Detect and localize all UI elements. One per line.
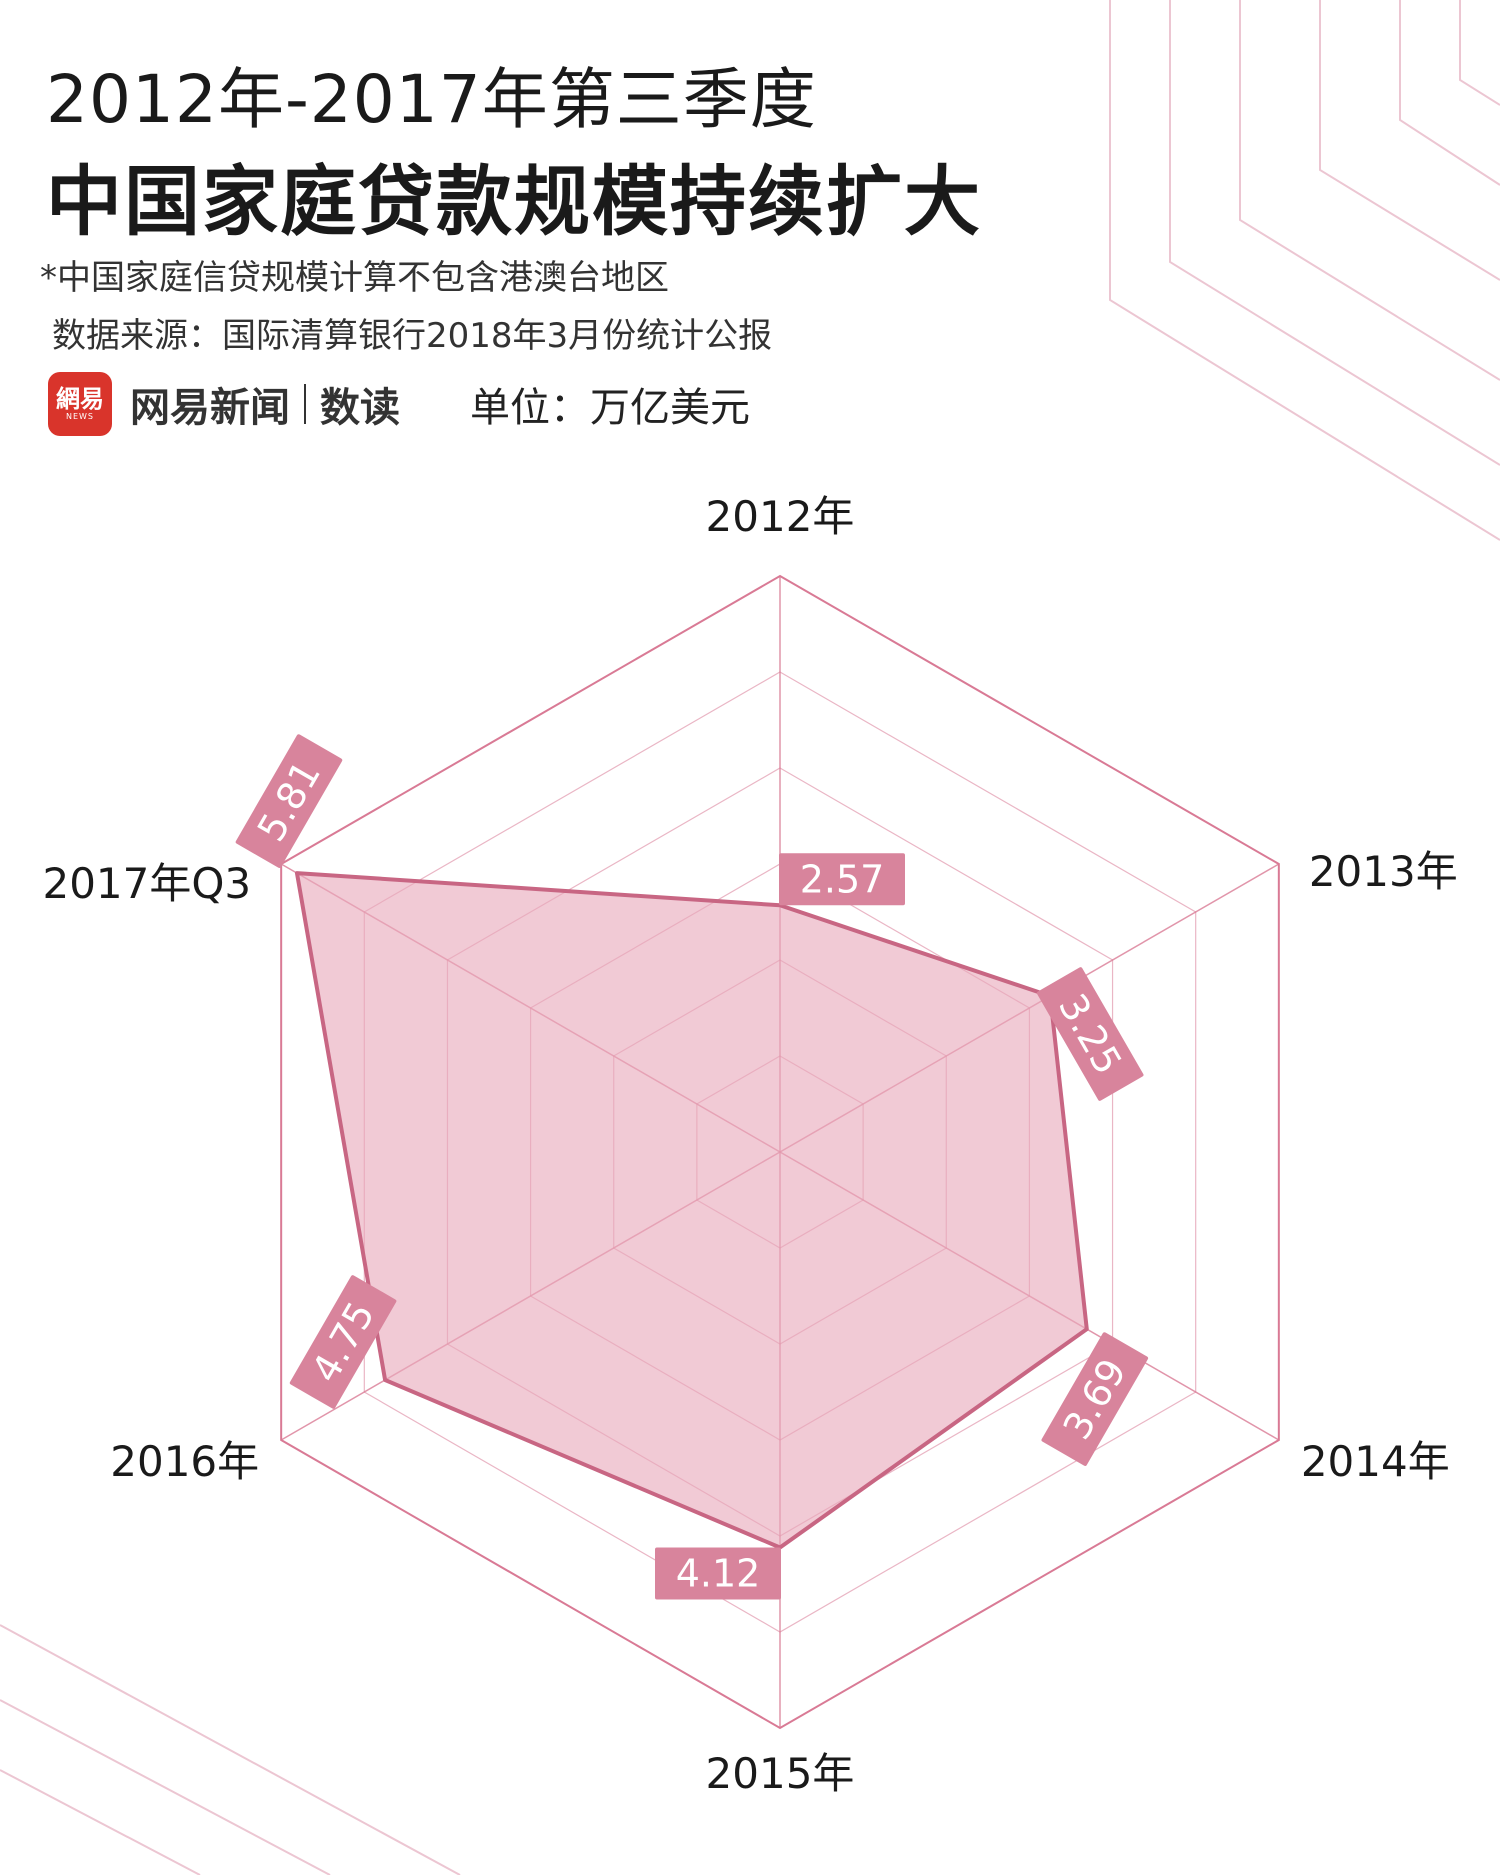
value-label-bg	[1041, 1332, 1149, 1466]
value-label-tag: 5.81	[235, 734, 343, 868]
brand-section: 数读	[320, 385, 400, 431]
value-label-tag: 2.57	[779, 853, 905, 906]
value-label-tag: 4.12	[655, 1547, 781, 1600]
decoration-line	[0, 1699, 331, 1875]
axis-category-label: 2015年	[706, 1749, 855, 1798]
axis-category-label: 2017年Q3	[42, 859, 251, 908]
chart-title-line1: 2012年-2017年第三季度	[46, 61, 817, 138]
brand-name: 网易新闻	[130, 385, 290, 431]
value-label-bg	[655, 1547, 781, 1600]
decoration-line	[1239, 0, 1500, 381]
chart-title-line2: 中国家庭贷款规模持续扩大	[46, 157, 982, 246]
chart-note: *中国家庭信贷规模计算不包含港澳台地区	[40, 258, 669, 298]
logo-glyph: 網易	[56, 385, 104, 413]
decoration-line	[0, 1769, 201, 1875]
value-label-bg	[779, 853, 905, 906]
axis-category-label: 2016年	[110, 1437, 259, 1486]
value-label: 4.12	[676, 1552, 761, 1596]
netease-logo-icon: 網易 NEWS	[48, 372, 112, 436]
axis-category-label: 2014年	[1301, 1437, 1450, 1486]
decoration-line	[1319, 0, 1500, 281]
decoration-line	[1459, 0, 1500, 106]
data-series-area	[294, 871, 1089, 1550]
decoration-line	[1399, 0, 1500, 186]
brand-separator	[304, 384, 306, 424]
value-label: 2.57	[800, 857, 885, 901]
axis-category-label: 2012年	[706, 492, 855, 541]
logo-sub: NEWS	[65, 412, 95, 421]
brand-row: 網易 NEWS 网易新闻 数读 单位：万亿美元	[48, 372, 750, 436]
chart-source: 数据来源：国际清算银行2018年3月份统计公报	[52, 316, 773, 356]
value-label-bg	[289, 1275, 397, 1409]
axis-category-label: 2013年	[1309, 847, 1458, 896]
decoration-line	[1109, 0, 1500, 541]
value-label-bg	[235, 734, 343, 868]
chart-unit: 单位：万亿美元	[470, 385, 750, 431]
decoration-line	[0, 1624, 461, 1875]
decoration-line	[1169, 0, 1500, 466]
value-label-bg	[1036, 967, 1144, 1101]
